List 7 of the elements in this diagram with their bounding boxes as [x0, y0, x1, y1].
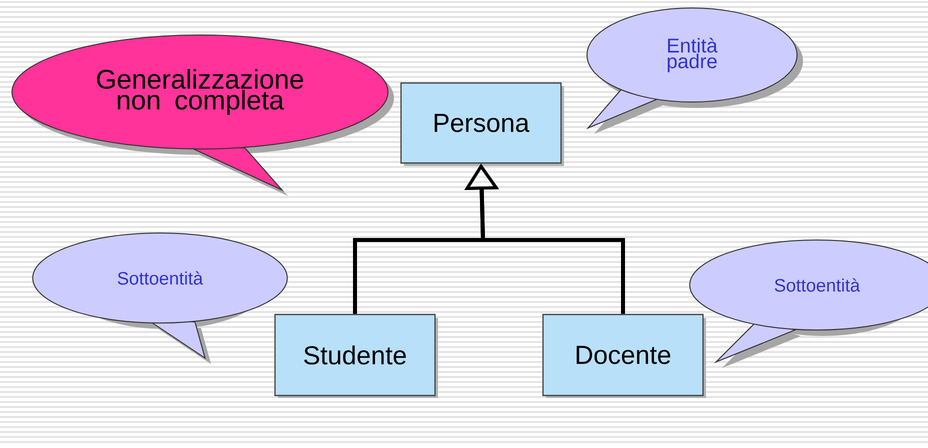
entity-box: Persona — [400, 82, 564, 166]
entity-box: Docente — [542, 314, 706, 398]
speech-bubble: Generalizzazione non completa — [12, 34, 394, 196]
speech-bubble: Sottoentità — [689, 240, 928, 368]
speech-bubble: Sottoentità — [32, 232, 288, 364]
entity-box: Studente — [274, 314, 438, 398]
speech-bubble: Entità padre — [586, 8, 803, 134]
